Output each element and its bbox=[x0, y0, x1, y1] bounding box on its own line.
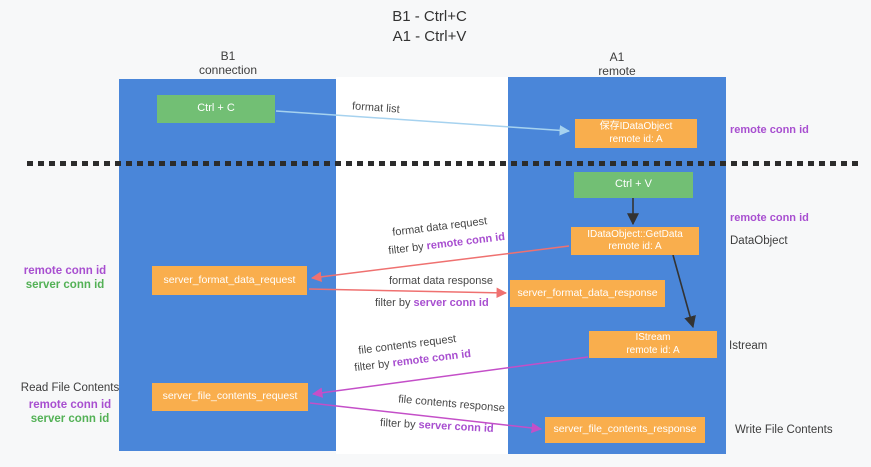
annotation-left-bottom-remote-conn-id: remote conn id bbox=[28, 399, 112, 411]
annotation-write-file-contents: Write File Contents bbox=[735, 424, 833, 436]
node-save-idataobject: 保存IDataObject remote id: A bbox=[575, 119, 697, 148]
node-server-file-contents-request: server_file_contents_request bbox=[152, 383, 308, 411]
node-ctrl-c: Ctrl + C bbox=[157, 95, 275, 123]
node-idataobject-getdata: IDataObject::GetData remote id: A bbox=[571, 227, 699, 255]
filter-by-text: filter by bbox=[379, 417, 419, 432]
node-save-idataobject-line2: remote id: A bbox=[609, 133, 663, 145]
lane-a1-name: A1 bbox=[609, 50, 625, 64]
annotation-left-server-conn-id: server conn id bbox=[25, 279, 105, 291]
title-line-2: A1 - Ctrl+V bbox=[392, 28, 467, 45]
annotation-istream: Istream bbox=[729, 340, 768, 352]
node-format-request-label: server_format_data_request bbox=[163, 273, 296, 286]
node-ctrl-v: Ctrl + V bbox=[574, 172, 693, 198]
node-format-response-label: server_format_data_response bbox=[517, 286, 658, 299]
node-ctrl-v-label: Ctrl + V bbox=[615, 178, 652, 191]
diagram-title: B1 - Ctrl+C A1 - Ctrl+V bbox=[0, 7, 865, 47]
node-server-file-contents-response: server_file_contents_response bbox=[545, 417, 705, 443]
lane-header-a1: A1 remote bbox=[547, 50, 687, 78]
annotation-read-file-contents: Read File Contents bbox=[20, 382, 120, 394]
lane-header-b1: B1 connection bbox=[158, 49, 298, 77]
title-line-1: B1 - Ctrl+C bbox=[392, 8, 467, 25]
annotation-remote-conn-id-top: remote conn id bbox=[730, 124, 809, 136]
annotation-left-conn-ids: remote conn id server conn id bbox=[15, 264, 115, 292]
annotation-remote-conn-id-mid: remote conn id bbox=[730, 212, 809, 224]
filter-by-text: filter by bbox=[375, 297, 414, 309]
lane-b1-name: B1 bbox=[220, 49, 236, 63]
label-filter-server-1: filter by server conn id bbox=[375, 297, 489, 309]
node-istream: IStream remote id: A bbox=[589, 331, 717, 358]
annotation-dataobject: DataObject bbox=[730, 235, 788, 247]
node-file-request-label: server_file_contents_request bbox=[162, 390, 298, 403]
annotation-left-bottom-server-conn-id: server conn id bbox=[30, 413, 110, 425]
node-save-idataobject-line1: 保存IDataObject bbox=[599, 121, 673, 132]
node-file-response-label: server_file_contents_response bbox=[553, 423, 697, 436]
annotation-read-file-contents-group: Read File Contents remote conn id server… bbox=[14, 381, 126, 426]
lane-b1-subtitle: connection bbox=[198, 63, 258, 77]
node-ctrl-c-label: Ctrl + C bbox=[197, 102, 235, 115]
node-getdata-line2: remote id: A bbox=[608, 241, 662, 252]
node-istream-line1: IStream bbox=[635, 332, 671, 343]
node-getdata-line1: IDataObject::GetData bbox=[587, 228, 683, 240]
node-istream-line2: remote id: A bbox=[626, 344, 680, 356]
lane-a1-subtitle: remote bbox=[598, 64, 636, 78]
node-server-format-data-response: server_format_data_response bbox=[510, 280, 665, 307]
label-format-data-response: format data response bbox=[389, 275, 493, 287]
annotation-left-remote-conn-id: remote conn id bbox=[23, 265, 107, 277]
node-server-format-data-request: server_format_data_request bbox=[152, 266, 307, 295]
server-conn-id-text: server conn id bbox=[413, 297, 489, 309]
